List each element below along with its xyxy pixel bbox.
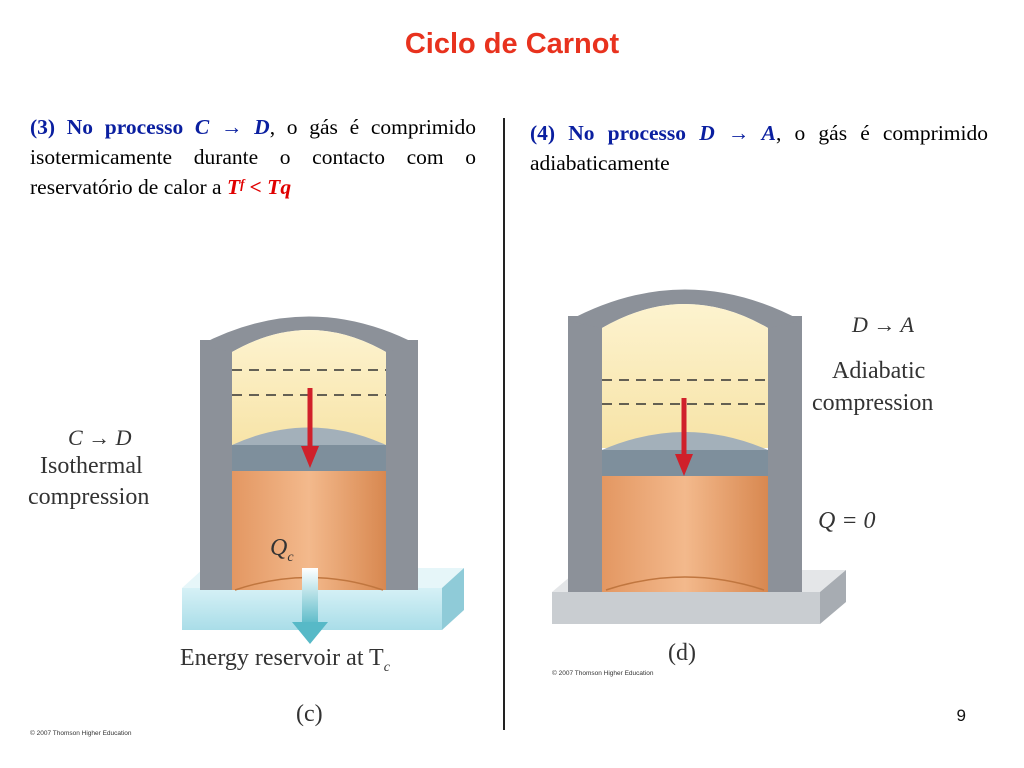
right-body: , o gás é comprimido adiabaticamente (530, 121, 988, 175)
figure-c-caption: (c) (296, 701, 323, 727)
left-process: C → D (194, 115, 270, 139)
page-number: 9 (956, 706, 966, 725)
figure-c-illustration (182, 316, 464, 644)
figure-c-reservoir-text: Energy reservoir at T (180, 645, 384, 671)
figure-c-name-line1: Isothermal (40, 453, 143, 479)
figure-d-copyright: © 2007 Thomson Higher Education (552, 670, 654, 677)
figure-c-name-line2: compression (28, 484, 150, 510)
left-paragraph: (3) No processo C → D, o gás é comprimid… (30, 112, 476, 202)
left-condition: Tᶠ < Tq (226, 175, 292, 199)
figure-d-caption: (d) (668, 640, 696, 666)
figure-d-heat: Q = 0 (818, 508, 876, 534)
figure-d-process: D → A (852, 312, 914, 337)
figure-c-copyright: © 2007 Thomson Higher Education (30, 730, 132, 737)
slide-title: Ciclo de Carnot (404, 28, 620, 60)
left-body: , o gás é comprimido isotermicamente dur… (30, 115, 476, 199)
figure-c-heat-symbol: Q (270, 535, 288, 561)
column-divider (503, 118, 505, 730)
figure-d-name-line1: Adiabatic (832, 358, 926, 384)
figure-d-illustration (552, 289, 846, 624)
figure-c-heat-subscript: c (287, 549, 294, 565)
right-lead: (4) No processo (530, 121, 700, 145)
figure-c-reservoir: Energy reservoir at Tc (180, 645, 390, 676)
right-process: D → A (699, 121, 777, 145)
left-lead: (3) No processo (30, 115, 195, 139)
figure-c-process: C → D (68, 425, 132, 450)
figure-d-name-line2: compression (812, 390, 934, 416)
figure-c-reservoir-subscript: c (383, 659, 390, 675)
right-paragraph: (4) No processo D → A, o gás é comprimid… (530, 118, 988, 178)
figure-c-heat: Qc (270, 535, 294, 566)
